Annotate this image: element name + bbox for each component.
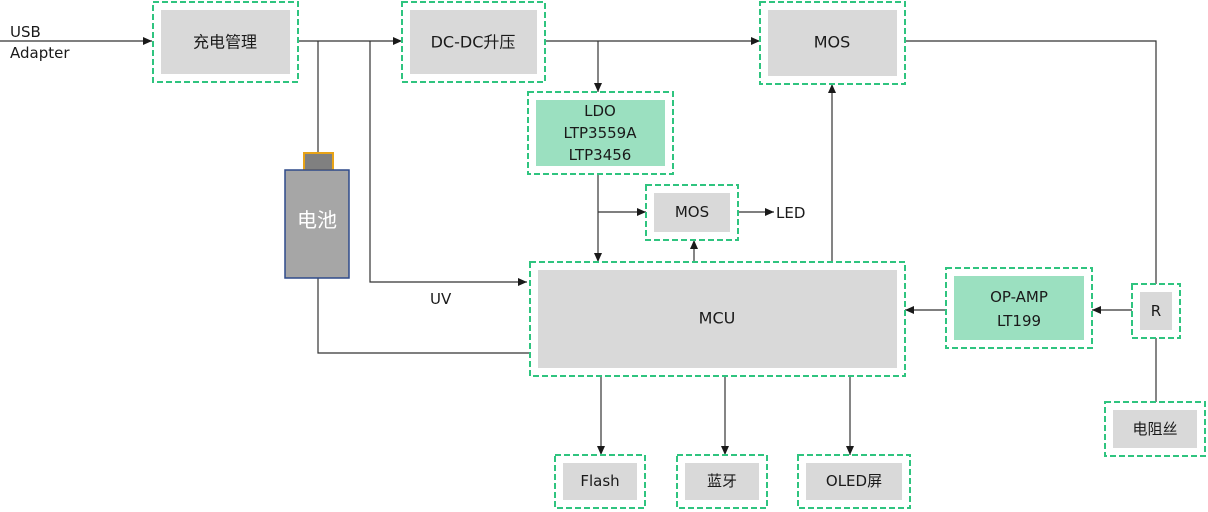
opamp-label-line1: OP-AMP bbox=[990, 288, 1048, 306]
node-charge-management: 充电管理 bbox=[152, 1, 299, 83]
usb-label: USB bbox=[10, 23, 41, 41]
opamp-label-line2: LT199 bbox=[997, 312, 1041, 330]
mcu-label: MCU bbox=[699, 309, 736, 328]
mos-top-label: MOS bbox=[814, 33, 851, 52]
ldo-label-line2: LTP3559A bbox=[564, 124, 638, 142]
node-mos-led: MOS bbox=[645, 184, 739, 241]
node-dcdc-boost: DC-DC升压 bbox=[401, 1, 546, 83]
wire-battery-to-mcu bbox=[317, 278, 530, 354]
ldo-label-line1: LDO bbox=[584, 102, 616, 120]
node-flash: Flash bbox=[554, 454, 646, 509]
led-label: LED bbox=[776, 204, 805, 222]
wires bbox=[0, 37, 1157, 455]
adapter-label: Adapter bbox=[10, 44, 70, 62]
dcdc-boost-label: DC-DC升压 bbox=[431, 33, 516, 52]
node-bluetooth: 蓝牙 bbox=[676, 454, 768, 509]
bluetooth-label: 蓝牙 bbox=[707, 472, 737, 490]
node-resistor: R bbox=[1131, 283, 1181, 339]
mos-led-label: MOS bbox=[675, 203, 709, 221]
oled-screen-label: OLED屏 bbox=[826, 472, 882, 490]
ldo-label-line3: LTP3456 bbox=[569, 146, 632, 164]
node-opamp: OP-AMP LT199 bbox=[945, 267, 1093, 349]
battery-label: 电池 bbox=[297, 208, 337, 232]
wire-mos-to-resistor bbox=[905, 40, 1157, 284]
charge-management-label: 充电管理 bbox=[193, 33, 257, 52]
flash-label: Flash bbox=[580, 472, 619, 490]
node-mcu: MCU bbox=[529, 261, 906, 377]
node-ldo: LDO LTP3559A LTP3456 bbox=[527, 91, 674, 175]
uv-label: UV bbox=[430, 290, 452, 308]
node-mos-top: MOS bbox=[759, 1, 906, 85]
node-oled-screen: OLED屏 bbox=[797, 454, 911, 509]
heater-wire-label: 电阻丝 bbox=[1132, 420, 1177, 438]
node-battery: 电池 bbox=[284, 152, 350, 279]
resistor-label: R bbox=[1151, 302, 1161, 320]
free-labels: USB Adapter UV LED bbox=[10, 23, 805, 308]
wire-uv-sense bbox=[369, 41, 527, 286]
node-heater-wire: 电阻丝 bbox=[1104, 401, 1206, 457]
